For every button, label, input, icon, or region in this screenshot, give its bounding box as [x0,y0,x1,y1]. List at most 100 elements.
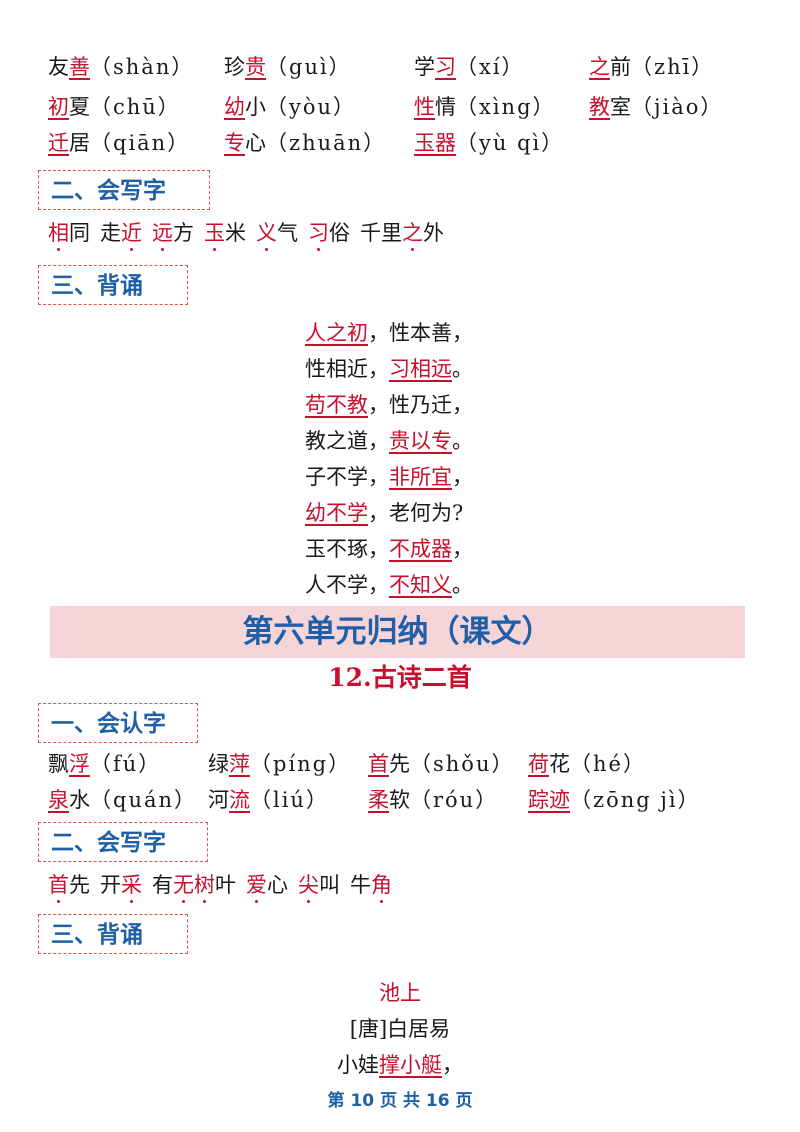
poem-text: ，老何为? [368,501,464,525]
poem-punct: ， [452,537,473,561]
entry-pinyin: （qiān） [90,131,191,155]
dotted-char: 相 [48,221,69,251]
plain-char: 牛 [350,873,371,897]
poem-highlight: 不成器 [389,537,452,561]
entry-target-char: 首 [368,752,389,776]
write-word: 尖叫 [298,873,340,903]
entry-pinyin: （xìng） [456,95,556,119]
poem-line-inner: 子不学，非所宜， [305,464,473,490]
write-word: 有无树叶 [152,873,236,903]
entry-pinyin: （zōng jì） [570,788,701,812]
write-words-2: 首先开采有无树叶爱心尖叫牛角 [48,872,402,903]
footer-mid: 页 共 [380,1091,420,1111]
section-heading-write-2: 二、会写字 [38,822,208,862]
dotted-char: 近 [121,221,142,251]
dotted-char: 之 [402,221,423,251]
dotted-char: 无 [173,873,194,903]
pinyin-entry: 迁居（qiān） [48,130,190,156]
plain-char: 千里 [360,221,402,245]
pinyin-entry: 专心（zhuān） [224,130,386,156]
entry-target-char: 善 [69,55,90,79]
entry-char: 珍 [224,55,245,79]
entry-target-char: 萍 [229,752,250,776]
plain-char: 叫 [319,873,340,897]
entry-char: 室 [610,95,631,119]
entry-char: 居 [69,131,90,155]
dotted-char: 习 [308,221,329,251]
pinyin-entry: 泉水（quán） [48,787,197,813]
entry-pinyin: （jiào） [631,95,724,119]
entry-pinyin: （chū） [90,95,181,119]
entry-char: 绿 [208,752,229,776]
plain-char: 方 [173,221,194,245]
write-word: 爱心 [246,873,288,903]
pinyin-entry: 之前（zhī） [589,54,714,80]
poem-text: 性相近， [305,357,389,381]
write-word: 玉米 [204,221,246,251]
write-word: 义气 [256,221,298,251]
dotted-char: 远 [152,221,173,251]
poem-text: 子不学， [305,465,389,489]
entry-target-char: 习 [435,55,456,79]
poem-punct: 。 [452,429,473,453]
write-word: 牛角 [350,873,392,903]
entry-target-char: 流 [229,788,250,812]
poem-highlight: 习相远 [389,357,452,381]
entry-target-char: 踪迹 [528,788,570,812]
entry-pinyin: （fú） [90,752,162,776]
poem-line-highlight: 撑小艇 [379,1053,442,1077]
poem-author: [唐]白居易 [349,1017,451,1041]
dotted-char: 采 [121,873,142,903]
write-word: 千里之外 [360,221,444,251]
poem-highlight: 贵以专 [389,429,452,453]
entry-pinyin: （shàn） [90,55,195,79]
page-footer: 第 10 页 共 16 页 [0,1086,800,1111]
plain-char: 走 [100,221,121,245]
poem-line: 小娃撑小艇， [0,1052,800,1078]
write-words-1: 相同走近远方玉米义气习俗千里之外 [48,220,454,251]
pinyin-entry: 学习（xí） [414,54,525,80]
entry-target-char: 浮 [69,752,90,776]
write-word: 相同 [48,221,90,251]
pinyin-entry: 玉器（yù qì） [414,130,564,156]
poem-line-inner: 人不学，不知义。 [305,572,473,598]
entry-char: 软 [389,788,410,812]
pinyin-entry: 友善（shàn） [48,54,194,80]
entry-char: 友 [48,55,69,79]
entry-char: 夏 [69,95,90,119]
section-heading-recite-2: 三、背诵 [38,914,188,954]
entry-target-char: 荷 [528,752,549,776]
plain-char: 米 [225,221,246,245]
entry-char: 河 [208,788,229,812]
poem-line-punct: ， [442,1053,463,1077]
write-word: 首先 [48,873,90,903]
entry-pinyin: （shǒu） [410,752,515,776]
poem-punct: ， [452,465,473,489]
entry-target-char: 幼 [224,95,245,119]
plain-char: 气 [277,221,298,245]
footer-pre: 第 [327,1091,345,1111]
lesson-title: 12.古诗二首 [328,663,472,692]
pinyin-entry: 柔软（róu） [368,787,498,813]
entry-char: 前 [610,55,631,79]
section-heading-write-1: 二、会写字 [38,170,210,210]
pinyin-entry: 教室（jiào） [589,94,723,120]
entry-target-char: 泉 [48,788,69,812]
section-heading-recite-1: 三、背诵 [38,265,188,305]
poem-line-inner: 苟不教，性乃迁， [305,392,473,418]
poem-line-inner: 性相近，习相远。 [305,356,473,382]
footer-post: 页 [455,1091,473,1111]
entry-pinyin: （guì） [266,55,352,79]
entry-pinyin: （yù qì） [456,131,565,155]
entry-target-char: 迁 [48,131,69,155]
plain-char: 心 [267,873,288,897]
entry-target-char: 初 [48,95,69,119]
poem-line-inner: 教之道，贵以专。 [305,428,473,454]
poem-text: ，性乃迁， [368,393,473,417]
write-word: 走近 [100,221,142,251]
poem-line-inner: 玉不琢，不成器， [305,536,473,562]
entry-target-char: 贵 [245,55,266,79]
poem-title: 池上 [379,981,421,1005]
plain-char: 先 [69,873,90,897]
entry-char: 水 [69,788,90,812]
